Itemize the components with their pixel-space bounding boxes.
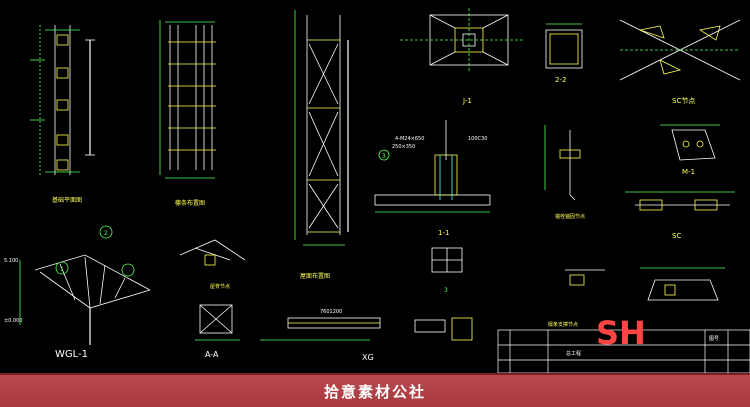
purlin-layout [159,20,216,179]
plate-size: 250×350 [392,144,415,150]
ridge-node-label: 屋脊节点 [210,283,230,290]
wgl1-truss [19,225,151,345]
detail-3-grid [431,247,463,273]
purlin-support [565,269,605,286]
sc-connection [625,191,735,211]
roof-layout [294,10,349,246]
j1-detail [400,8,525,72]
banner-title: 拾意素材公社 [323,383,426,401]
roof-layout-label: 屋面布置图 [300,272,330,280]
foundation-anchor-label: 锚栓锚固节点 [555,213,585,220]
circle-1-a: 1 [60,266,64,273]
right-detail [640,267,725,301]
wgl1-label: WGL-1 [55,349,88,360]
circle-2-a: 2 [104,230,108,237]
elevation-bottom: ±0.000 [4,318,23,324]
sc-node [619,19,741,81]
m1-label: M-1 [682,168,695,176]
foundation-plan-label: 基础平面图 [52,196,82,204]
anchor-node [544,125,581,201]
aa-label: A-A [205,350,219,359]
section-11-label: 1-1 [438,229,449,237]
m1-detail [660,124,720,161]
section-22 [545,23,583,69]
circle-3-b: 3 [444,287,448,294]
purlin-support-label: 檩条支撑节点 [548,321,578,328]
bracket-node [414,317,473,341]
anchor-spec: 4-M24×650 [395,136,424,142]
cad-drawing-canvas: 基础平面图 檩条布置图 屋面布置图 [4,8,750,373]
purlin-layout-label: 檩条布置图 [175,199,205,207]
aa-section [195,304,240,341]
section-11 [374,120,491,213]
svg-text:SH: SH [596,314,646,348]
section-22-label: 2-2 [555,76,566,84]
title-block-number: 图号 [709,336,719,342]
sc-node-label: SC节点 [672,97,695,105]
title-block [497,329,750,373]
ridge-node [179,239,246,266]
sh-logo: SH [596,314,646,348]
sc-label: SC [672,232,681,240]
xg-spec: 7601200 [320,309,342,315]
foundation-plan [30,25,95,175]
elevation-top: 5.100 [4,258,18,264]
xg-detail [260,317,381,341]
title-block-title: 总工程 [566,350,581,357]
xg-label: XG [362,353,374,362]
circle-3-a: 3 [382,153,386,160]
j1-label: J-1 [462,97,472,105]
base-spec: 100C30 [468,136,487,142]
banner: 拾意素材公社 [0,373,750,407]
